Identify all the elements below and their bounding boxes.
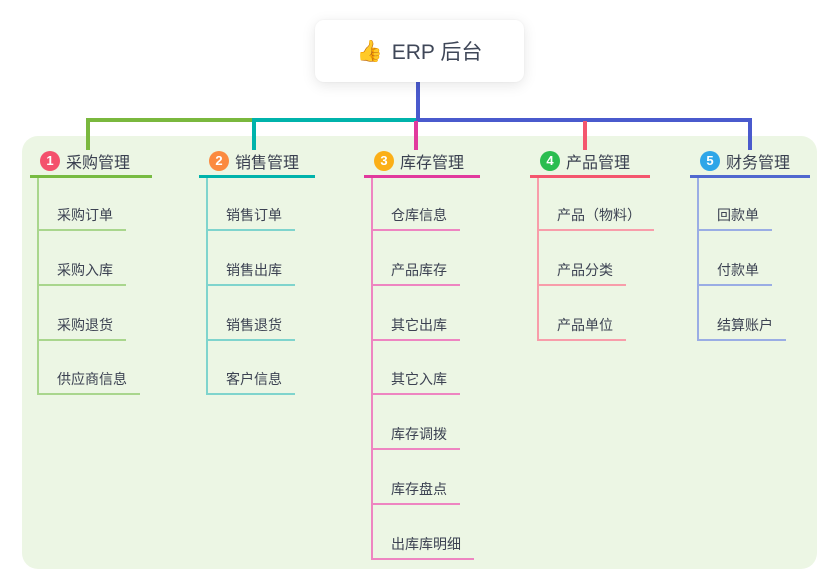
connector-segment-right xyxy=(416,118,752,122)
branch-node-1[interactable]: 1 采购管理 xyxy=(30,146,152,178)
branch-title: 库存管理 xyxy=(400,154,465,172)
branch-number-badge: 1 xyxy=(40,150,60,171)
connector-segment-branch2 xyxy=(252,118,418,122)
thumbs-up-icon: 👍 xyxy=(356,39,383,63)
branch-node-2[interactable]: 2 销售管理 xyxy=(199,146,315,178)
branch-title: 销售管理 xyxy=(235,154,300,172)
branch-title: 采购管理 xyxy=(66,154,131,172)
branch-node-3[interactable]: 3 库存管理 xyxy=(364,146,480,178)
root-connector-line xyxy=(416,82,420,120)
mindmap-leaf-node[interactable]: 产品单位 xyxy=(537,309,626,341)
branch3-drop-line xyxy=(414,121,418,150)
mindmap-leaf-node[interactable]: 其它入库 xyxy=(371,363,460,396)
mindmap-leaf-node[interactable]: 供应商信息 xyxy=(37,363,140,396)
mindmap-leaf-node[interactable]: 回款单 xyxy=(697,199,772,231)
mindmap-leaf-node[interactable]: 客户信息 xyxy=(206,363,295,396)
branch2-drop-line xyxy=(252,118,256,150)
branch-rail-line xyxy=(371,178,373,558)
branch5-drop-line xyxy=(748,118,752,150)
branch-number-badge: 5 xyxy=(700,150,720,171)
branch-title: 财务管理 xyxy=(726,154,791,172)
mindmap-leaf-node[interactable]: 产品分类 xyxy=(537,254,626,286)
branch-node-4[interactable]: 4 产品管理 xyxy=(530,146,650,178)
branch-rail-line xyxy=(537,178,539,339)
mindmap-leaf-node[interactable]: 产品（物料） xyxy=(537,199,654,231)
mindmap-leaf-node[interactable]: 结算账户 xyxy=(697,309,786,341)
root-node-label: ERP 后台 xyxy=(391,41,483,64)
root-node[interactable]: 👍 ERP 后台 xyxy=(315,20,524,82)
mindmap-leaf-node[interactable]: 产品库存 xyxy=(371,254,460,286)
mindmap-leaf-node[interactable]: 出库库明细 xyxy=(371,528,474,560)
branch-rail-line xyxy=(697,178,699,339)
branch-number-badge: 4 xyxy=(540,150,560,171)
mindmap-leaf-node[interactable]: 仓库信息 xyxy=(371,199,460,231)
branch-node-5[interactable]: 5 财务管理 xyxy=(690,146,810,178)
branches-background-panel xyxy=(22,136,817,569)
mindmap-leaf-node[interactable]: 采购订单 xyxy=(37,199,126,231)
mindmap-leaf-node[interactable]: 库存盘点 xyxy=(371,473,460,505)
mindmap-leaf-node[interactable]: 其它出库 xyxy=(371,309,460,341)
branch-number-badge: 3 xyxy=(374,150,394,171)
mindmap-leaf-node[interactable]: 付款单 xyxy=(697,254,772,286)
mindmap-leaf-node[interactable]: 销售退货 xyxy=(206,309,295,341)
mindmap-leaf-node[interactable]: 库存调拨 xyxy=(371,418,460,451)
mindmap-leaf-node[interactable]: 采购入库 xyxy=(37,254,126,286)
mindmap-leaf-node[interactable]: 销售订单 xyxy=(206,199,295,231)
branch1-drop-line xyxy=(86,118,90,150)
mindmap-leaf-node[interactable]: 销售出库 xyxy=(206,254,295,286)
branch-title: 产品管理 xyxy=(566,154,631,172)
branch-number-badge: 2 xyxy=(209,150,229,171)
mindmap-leaf-node[interactable]: 采购退货 xyxy=(37,309,126,341)
branch4-drop-line xyxy=(583,121,587,150)
connector-segment-branch1 xyxy=(86,118,256,122)
